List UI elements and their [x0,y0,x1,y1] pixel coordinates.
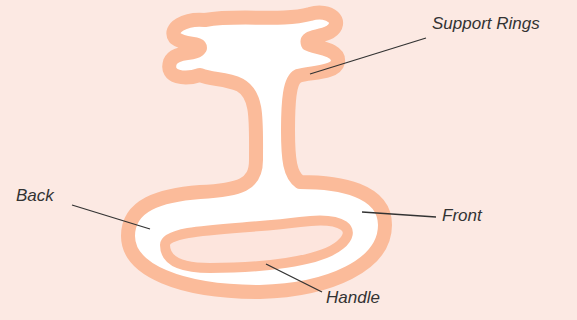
handle-slot [165,221,348,268]
device-outline [128,13,385,292]
part-label: Front [442,206,482,226]
leader-line [362,212,436,217]
part-label: Back [16,186,54,206]
leader-line [72,205,150,229]
leader-line [310,38,426,74]
leader-line [266,264,322,292]
part-label: Handle [326,288,380,308]
part-label: Support Rings [432,14,540,34]
